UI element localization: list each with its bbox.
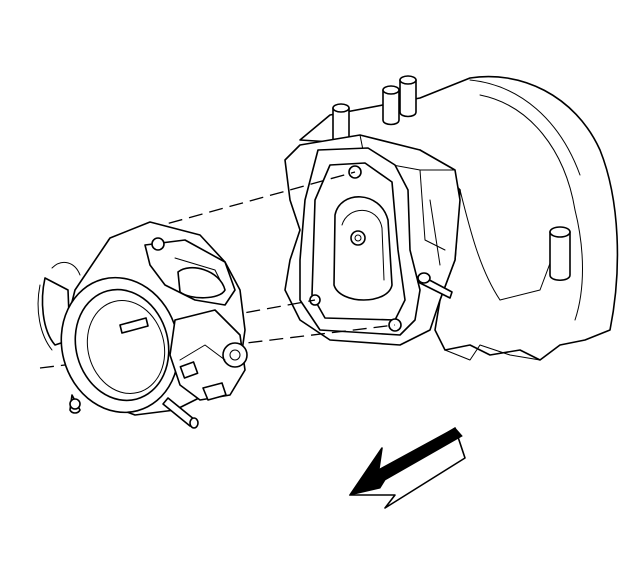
throttle-body-gasket (299, 147, 421, 336)
mounting-stud (417, 272, 453, 299)
throttle-body (37, 221, 248, 429)
front-direction-arrow-icon (348, 427, 466, 509)
